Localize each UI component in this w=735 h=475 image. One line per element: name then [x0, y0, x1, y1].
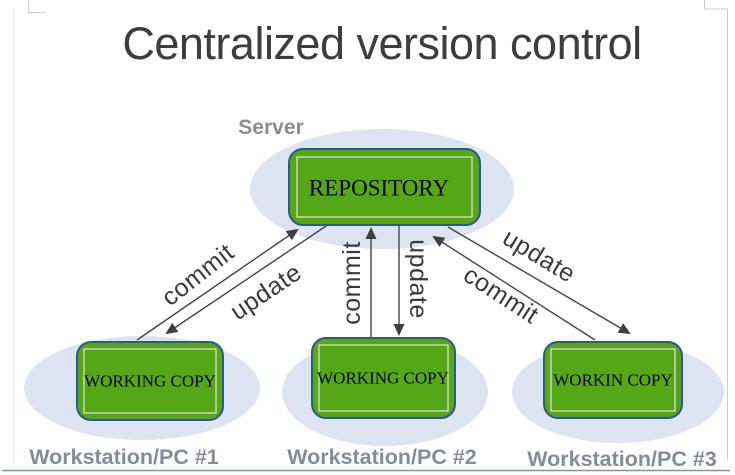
page-title: Centralized version control: [122, 18, 641, 69]
working-copy-box-1: WORKING COPY: [76, 341, 224, 421]
working-copy-3-inner-outline: [550, 348, 676, 412]
working-copy-1-label: WORKING COPY: [84, 372, 216, 391]
commit-arrow-ws3-to-repo: [432, 235, 596, 341]
working-copy-2-inner-outline: [318, 344, 449, 412]
working-copy-box-3: WORKIN COPY: [543, 341, 683, 419]
commit-arrow-label-right: commit: [458, 261, 543, 330]
working-copy-3-label: WORKIN COPY: [553, 371, 672, 390]
update-arrow-repo-to-ws1: [165, 221, 333, 335]
repository-inner-outline: [296, 156, 473, 218]
page-frame-top-right: [704, 0, 728, 460]
update-arrow-label-left: update: [225, 258, 307, 326]
server-label: Server: [238, 116, 303, 139]
working-copy-1-inner-outline: [83, 348, 217, 414]
update-arrow-repo-to-ws3: [447, 226, 631, 335]
repository-box: REPOSITORY: [288, 148, 481, 226]
update-arrow-label-right: update: [498, 224, 581, 289]
working-copy-2-label: WORKING COPY: [317, 369, 449, 388]
page-frame-top-left: [28, 0, 46, 13]
repository-label: REPOSITORY: [309, 176, 450, 201]
update-arrow-label-middle: update: [404, 239, 432, 318]
commit-arrow-label-middle: commit: [338, 241, 366, 325]
commit-arrow-ws1-to-repo: [136, 228, 299, 341]
workstation2-caption: Workstation/PC #2: [287, 445, 477, 469]
working-copy-box-2: WORKING COPY: [311, 337, 456, 419]
workstation1-caption: Workstation/PC #1: [29, 445, 219, 469]
workstation3-caption: Workstation/PC #3: [527, 447, 717, 471]
